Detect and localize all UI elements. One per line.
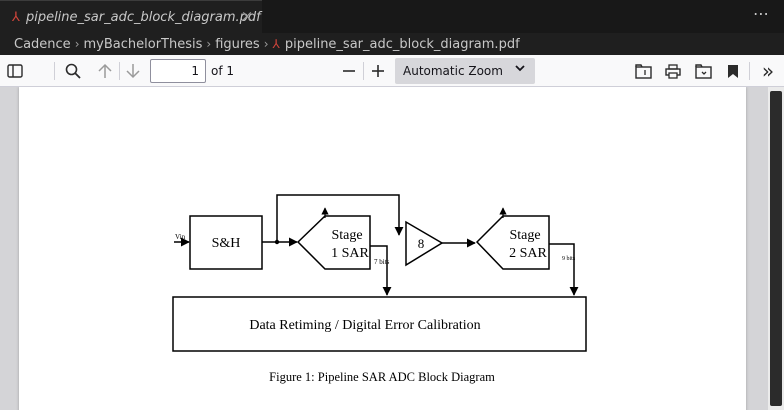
search-icon[interactable] bbox=[62, 59, 84, 83]
save-icon[interactable] bbox=[692, 59, 714, 83]
vin-label: Vin bbox=[175, 233, 186, 241]
zoom-value: Automatic Zoom bbox=[403, 64, 503, 78]
editor-tab[interactable]: ⅄ pipeline_sar_adc_block_diagram.pdf × bbox=[0, 0, 262, 33]
stage1-bits-label: 7 bits bbox=[374, 258, 390, 266]
next-page-icon[interactable] bbox=[122, 59, 144, 83]
breadcrumb-item-thesis[interactable]: myBachelorThesis bbox=[83, 36, 203, 52]
breadcrumb-item-file[interactable]: pipeline_sar_adc_block_diagram.pdf bbox=[284, 36, 520, 52]
pdf-file-icon: ⅄ bbox=[272, 37, 280, 51]
calibration-label: Data Retiming / Digital Error Calibratio… bbox=[249, 318, 480, 333]
sidebar-toggle-icon[interactable] bbox=[4, 59, 26, 83]
toolbar-divider bbox=[749, 62, 750, 80]
chevron-right-icon: › bbox=[74, 37, 80, 51]
pdf-toolbar: of 1 Automatic Zoom » bbox=[0, 55, 784, 87]
previous-page-icon[interactable] bbox=[94, 59, 116, 83]
stage2-bits-wire bbox=[549, 243, 579, 296]
residue-amplifier bbox=[405, 220, 444, 267]
stage2-label-line2: 2 SAR bbox=[509, 246, 547, 261]
chevron-right-icon: › bbox=[263, 37, 269, 51]
stage1-bits-wire bbox=[370, 245, 392, 296]
close-tab-icon[interactable]: × bbox=[240, 7, 254, 25]
open-file-icon[interactable] bbox=[632, 59, 654, 83]
print-icon[interactable] bbox=[662, 59, 684, 83]
tab-title: pipeline_sar_adc_block_diagram.pdf bbox=[25, 9, 261, 25]
sample-and-hold-block bbox=[189, 215, 263, 270]
zoom-in-button[interactable] bbox=[367, 59, 389, 83]
breadcrumb: Cadence › myBachelorThesis › figures › ⅄… bbox=[0, 33, 784, 55]
document-viewer[interactable]: Vin S&H Stage 1 SAR 7 bits 8 Sta bbox=[0, 87, 768, 410]
pdf-page: Vin S&H Stage 1 SAR 7 bits 8 Sta bbox=[19, 87, 746, 410]
stage1-label-line1: Stage bbox=[331, 228, 362, 243]
stage2-sar-block bbox=[475, 215, 550, 270]
amplifier-gain-label: 8 bbox=[418, 236, 425, 251]
bookmark-icon[interactable] bbox=[722, 59, 744, 83]
toolbar-divider bbox=[54, 62, 55, 80]
zoom-select[interactable]: Automatic Zoom bbox=[395, 58, 535, 84]
page-number-input[interactable] bbox=[150, 59, 206, 83]
sample-and-hold-label: S&H bbox=[212, 236, 241, 251]
vertical-scrollbar[interactable] bbox=[768, 87, 784, 410]
chevron-right-icon: › bbox=[206, 37, 212, 51]
page-total-label: of 1 bbox=[211, 64, 235, 78]
toolbar-divider bbox=[119, 62, 120, 80]
pdf-file-icon: ⅄ bbox=[12, 9, 20, 25]
chevron-down-icon bbox=[515, 63, 525, 76]
feedforward-wire bbox=[276, 194, 404, 242]
more-actions-icon[interactable]: ⋯ bbox=[753, 4, 770, 23]
figure-caption: Figure 1: Pipeline SAR ADC Block Diagram bbox=[269, 370, 495, 384]
breadcrumb-item-cadence[interactable]: Cadence bbox=[14, 36, 71, 52]
zoom-out-button[interactable] bbox=[338, 59, 360, 83]
editor-tab-bar: ⅄ pipeline_sar_adc_block_diagram.pdf × ⋯ bbox=[0, 0, 784, 33]
calibration-block bbox=[172, 296, 587, 352]
more-tools-button[interactable]: » bbox=[761, 59, 775, 83]
toolbar-divider bbox=[363, 62, 364, 80]
stage2-bits-label: 9 bits bbox=[562, 256, 576, 262]
breadcrumb-item-figures[interactable]: figures bbox=[215, 36, 260, 52]
block-diagram: Vin S&H Stage 1 SAR 7 bits 8 Sta bbox=[172, 194, 587, 384]
stage1-sar-block bbox=[296, 215, 371, 270]
scrollbar-thumb[interactable] bbox=[770, 91, 782, 406]
stage1-label-line2: 1 SAR bbox=[331, 246, 369, 261]
stage2-label-line1: Stage bbox=[509, 228, 540, 243]
